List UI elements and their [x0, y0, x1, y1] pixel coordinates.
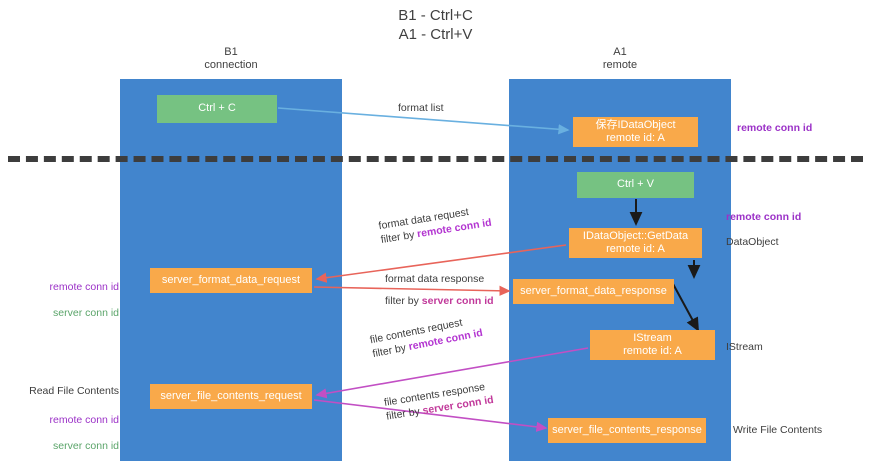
node-istream[interactable]: IStream remote id: A: [590, 330, 715, 360]
annotation-left-remote-conn-id-2: remote conn id: [49, 414, 119, 426]
annotation-write-file-contents: Write File Contents: [733, 424, 823, 436]
phase-divider: [8, 156, 863, 162]
annotation-istream: IStream: [726, 341, 763, 353]
annotation-left-conn-ids-top: remote conn id server conn id: [14, 268, 119, 333]
fdres-filter-prefix: filter by: [385, 295, 422, 307]
node-ctrl-c[interactable]: Ctrl + C: [157, 95, 277, 123]
node-server-format-data-response[interactable]: server_format_data_response: [513, 279, 674, 304]
annotation-remote-conn-id-middle: remote conn id: [726, 211, 802, 223]
fdres-filter-key: server conn id: [421, 295, 494, 307]
annotation-left-remote-conn-id-1: remote conn id: [49, 281, 119, 293]
node-ctrl-v[interactable]: Ctrl + V: [577, 172, 694, 198]
node-idataobject-getdata[interactable]: IDataObject::GetData remote id: A: [569, 228, 702, 258]
edge-label-fdres-line1: format data response: [385, 273, 485, 285]
edge-label-format-data-response: format data response filter by server co…: [385, 272, 494, 308]
annotation-left-conn-ids-bottom: remote conn id server conn id: [14, 401, 119, 466]
node-save-idataobject[interactable]: 保存IDataObject remote id: A: [573, 117, 698, 147]
annotation-left-server-conn-id-1: server conn id: [53, 307, 119, 319]
edge-label-file-contents-request: file contents request filter by remote c…: [369, 312, 484, 361]
node-server-file-contents-response[interactable]: server_file_contents_response: [548, 418, 706, 443]
lane-header-b1: B1 connection: [204, 46, 258, 71]
lane-header-a1: A1 remote: [602, 46, 638, 71]
edge-label-file-contents-response: file contents response filter by server …: [383, 379, 495, 424]
edge-label-format-list-text: format list: [398, 102, 444, 114]
edge-label-format-list: format list: [398, 101, 444, 115]
annotation-read-file-contents: Read File Contents: [29, 385, 119, 397]
annotation-dataobject: DataObject: [726, 236, 779, 248]
node-server-file-contents-request[interactable]: server_file_contents_request: [150, 384, 312, 409]
edge-label-format-data-request: format data request filter by remote con…: [378, 202, 493, 247]
edge-label-fdres-filter: filter by server conn id: [385, 294, 494, 308]
node-server-format-data-request[interactable]: server_format_data_request: [150, 268, 312, 293]
annotation-remote-conn-id-top: remote conn id: [737, 122, 813, 134]
page-title: B1 - Ctrl+C A1 - Ctrl+V: [398, 7, 473, 43]
annotation-left-server-conn-id-2: server conn id: [53, 440, 119, 452]
